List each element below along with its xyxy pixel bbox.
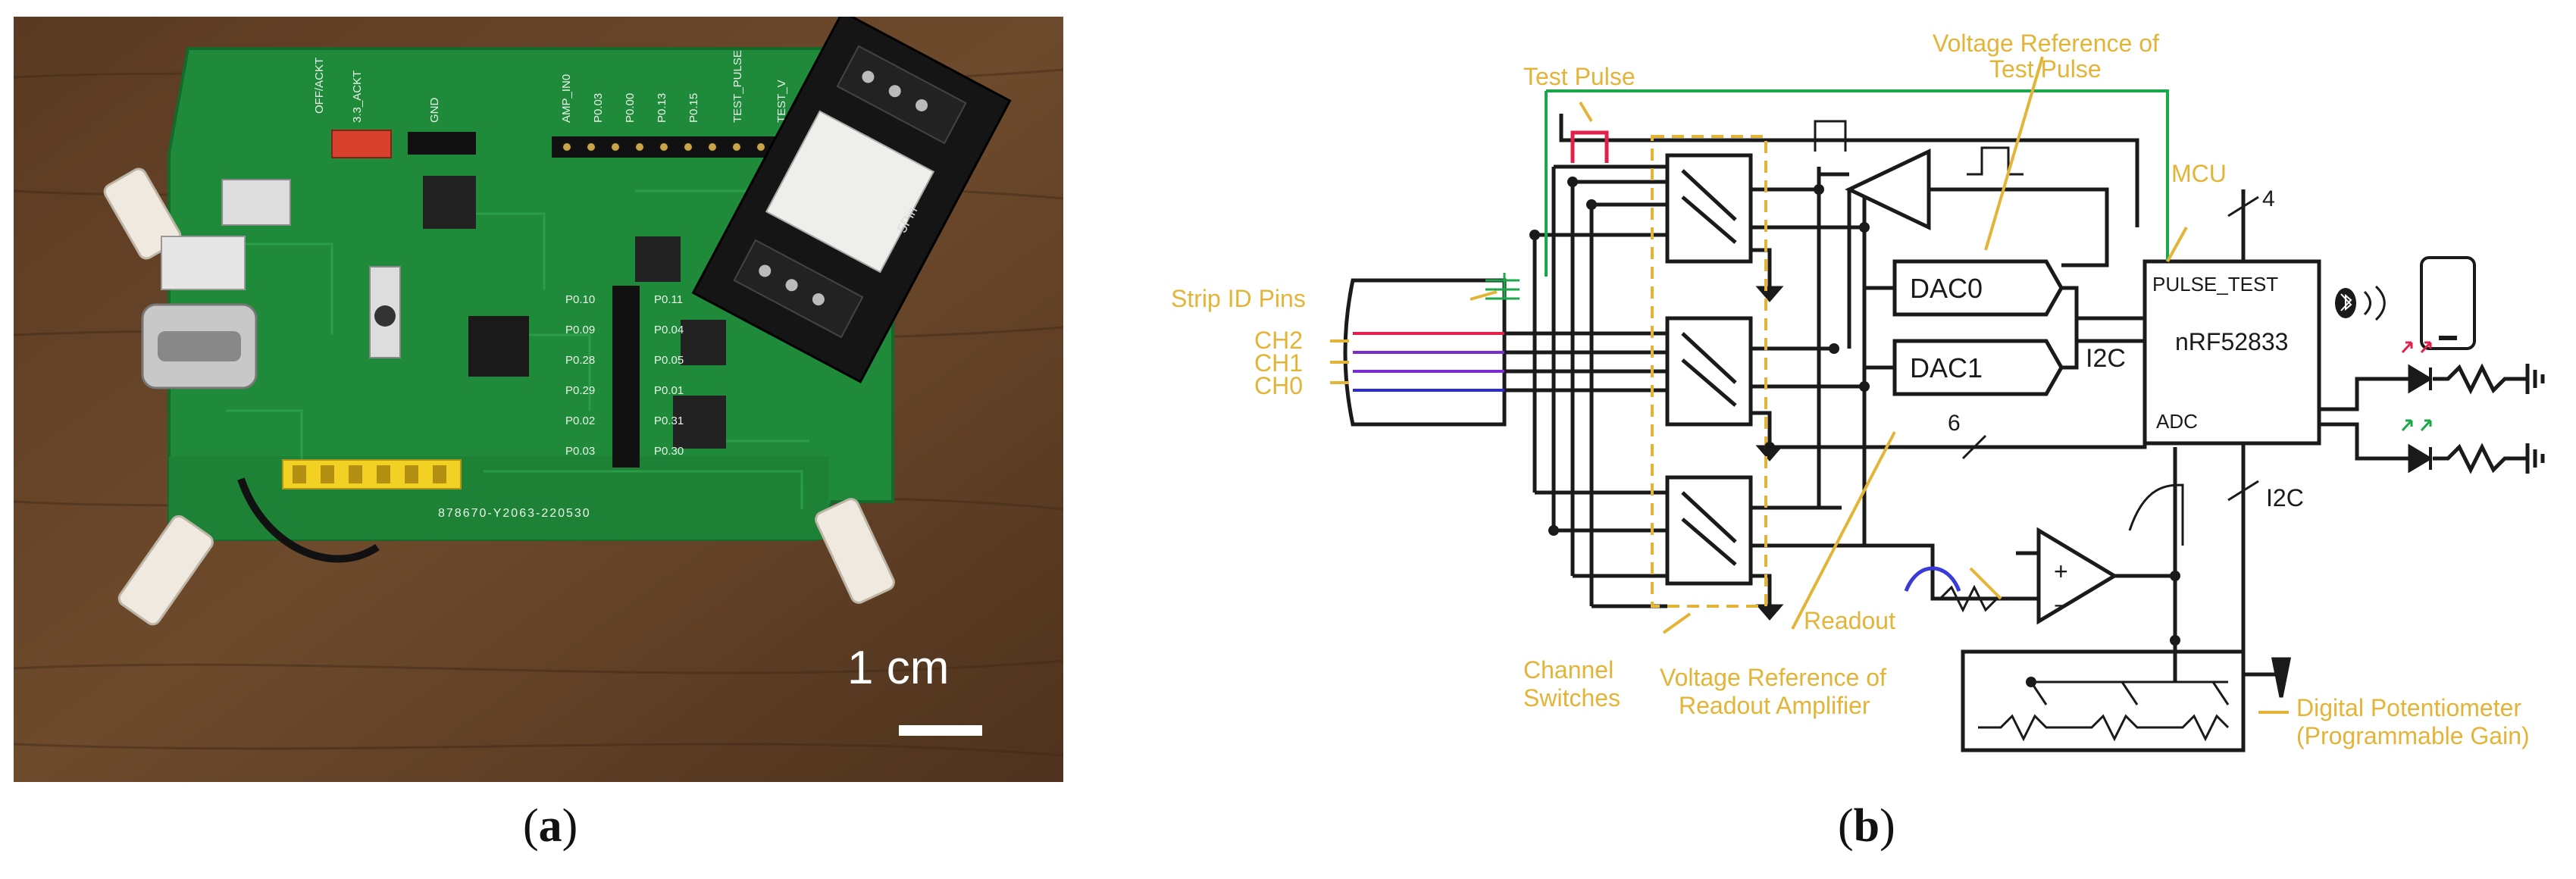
strip-connector: [1343, 278, 1507, 427]
label-test-pulse: Test Pulse: [1523, 63, 1635, 90]
p-label: P0.10: [565, 293, 595, 306]
junction-dots: [1529, 177, 2180, 687]
p-label: P0.03: [565, 445, 595, 458]
channel-switch-1: [1665, 316, 1753, 427]
top-pin-label: OFF/ACKT: [313, 58, 326, 114]
label-bus-6: 6: [1948, 411, 1961, 436]
dac0-block: [1892, 259, 2064, 317]
label-bus-4: 4: [2262, 186, 2275, 211]
channel-switches-outline: [1651, 135, 1767, 608]
label-channel-2: Switches: [1523, 684, 1620, 712]
circuit-diagram-panel: Test Pulse Voltage Reference of Test Pul…: [1152, 15, 2562, 788]
p-labels-left: P0.10 P0.09 P0.28 P0.29 P0.02 P0.03: [565, 293, 595, 458]
chip: [681, 320, 726, 365]
top-pin-label: GND: [428, 98, 441, 124]
test-pulse-buffer: [1845, 149, 1931, 230]
top-pin-label: TEST_V: [775, 80, 788, 123]
bluetooth-icon: [2335, 285, 2386, 321]
label-digipot-1: Digital Potentiometer: [2296, 694, 2521, 721]
channel-switch-2: [1665, 153, 1753, 264]
label-op-minus: −: [2054, 592, 2068, 619]
annotation-arrows: [1330, 56, 2289, 714]
p-label: P0.01: [654, 384, 684, 397]
white-connector: [765, 110, 935, 274]
readout-pulse-glyph: [1904, 566, 1961, 592]
label-mcu: MCU: [2171, 160, 2227, 187]
label-dac1: DAC1: [1910, 352, 1983, 383]
pcb-traces: [226, 189, 809, 509]
p-label: P0.28: [565, 354, 595, 367]
led-arrows: [2401, 341, 2432, 432]
top-pin-label: P0.15: [687, 93, 700, 123]
p-label: P0.29: [565, 384, 595, 397]
chip: [635, 236, 681, 282]
label-vref-readout-1: Voltage Reference of: [1660, 664, 1886, 691]
test-pulse-glyph: [1570, 130, 1609, 163]
top-pin-label: 3.3_ACKT: [351, 70, 364, 123]
mcu-module-chip: [468, 316, 529, 377]
colored-traces: [1353, 89, 2169, 392]
label-vref-test-pulse-1: Voltage Reference of: [1933, 30, 2159, 57]
label-ch0: CH0: [1254, 372, 1303, 399]
label-i2c-mid: I2C: [2086, 344, 2126, 373]
chip: [423, 176, 476, 229]
panel-label-b: (b): [1838, 800, 1895, 852]
battery-connector: [161, 236, 246, 290]
label-ch1: CH1: [1254, 349, 1303, 377]
p-label: P0.11: [654, 293, 683, 306]
p-label: P0.30: [654, 445, 684, 458]
phone-icon: [2420, 256, 2476, 350]
top-pin-label: P0.00: [624, 93, 637, 123]
pcb-bottom-area: [169, 456, 828, 540]
scale-label: 1 cm: [847, 642, 949, 694]
p-label: P0.09: [565, 324, 595, 336]
red-jumper: [331, 130, 392, 158]
label-pulse-test: PULSE_TEST: [2152, 273, 2278, 296]
power-switch: [221, 179, 291, 226]
top-pin-labels: OFF/ACKT 3.3_ACKT GND AMP_IN0 P0.03 P0.0…: [313, 50, 788, 123]
usb-c-opening: [158, 331, 241, 361]
dac1-block: [1892, 339, 2064, 396]
label-op-plus: +: [2054, 558, 2068, 585]
top-pin-label: TEST_PULSE: [731, 50, 744, 123]
digital-potentiometer: [1961, 649, 2246, 752]
top-pin-label: AMP_IN0: [560, 74, 573, 123]
p-label: P0.02: [565, 414, 595, 427]
label-vref-readout-2: Readout Amplifier: [1679, 692, 1870, 719]
panel-label-a: (a): [523, 800, 578, 852]
board-serial: 878670-Y2063-220530: [438, 507, 591, 520]
label-dac0: DAC0: [1910, 273, 1983, 304]
p-label: P0.31: [654, 414, 684, 427]
pcb-photo-panel: OFF/ACKT 3.3_ACKT GND AMP_IN0 P0.03 P0.0…: [13, 10, 1064, 782]
p-labels-right: P0.11 P0.04 P0.05 P0.01 P0.31 P0.30: [654, 293, 684, 458]
reset-button: [369, 266, 401, 358]
yellow-pin-header: [282, 459, 462, 490]
mcu-block: [2142, 259, 2321, 446]
label-readout: Readout: [1804, 607, 1895, 634]
p-label: P0.04: [654, 324, 684, 336]
readout-amplifier: [2036, 527, 2118, 625]
label-digipot-2: (Programmable Gain): [2296, 722, 2530, 749]
scale-bar: [899, 725, 982, 736]
label-chip: nRF52833: [2175, 328, 2288, 355]
main-wiring: [1343, 114, 2545, 752]
diagram-labels: Test Pulse Voltage Reference of Test Pul…: [1171, 30, 2530, 749]
pcb-photo: OFF/ACKT 3.3_ACKT GND AMP_IN0 P0.03 P0.0…: [13, 10, 1064, 782]
chip: [673, 396, 726, 449]
circuit-diagram: Test Pulse Voltage Reference of Test Pul…: [1171, 30, 2545, 752]
label-vref-test-pulse-2: Test Pulse: [1989, 55, 2102, 83]
top-pin-label: P0.13: [656, 93, 668, 123]
connector-board: 5Pin: [691, 10, 1012, 383]
label-channel-1: Channel: [1523, 656, 1614, 683]
gnd-header: [408, 132, 476, 155]
top-pin-label: P0.03: [592, 93, 605, 123]
channel-switch-0: [1665, 475, 1753, 586]
black-wire: [237, 477, 380, 563]
label-i2c-low: I2C: [2266, 484, 2304, 511]
label-ch2: CH2: [1254, 327, 1303, 354]
label-adc: ADC: [2156, 410, 2198, 433]
p-label: P0.05: [654, 354, 684, 367]
left-pin-header: [612, 286, 640, 468]
label-strip-id-pins: Strip ID Pins: [1171, 285, 1306, 312]
